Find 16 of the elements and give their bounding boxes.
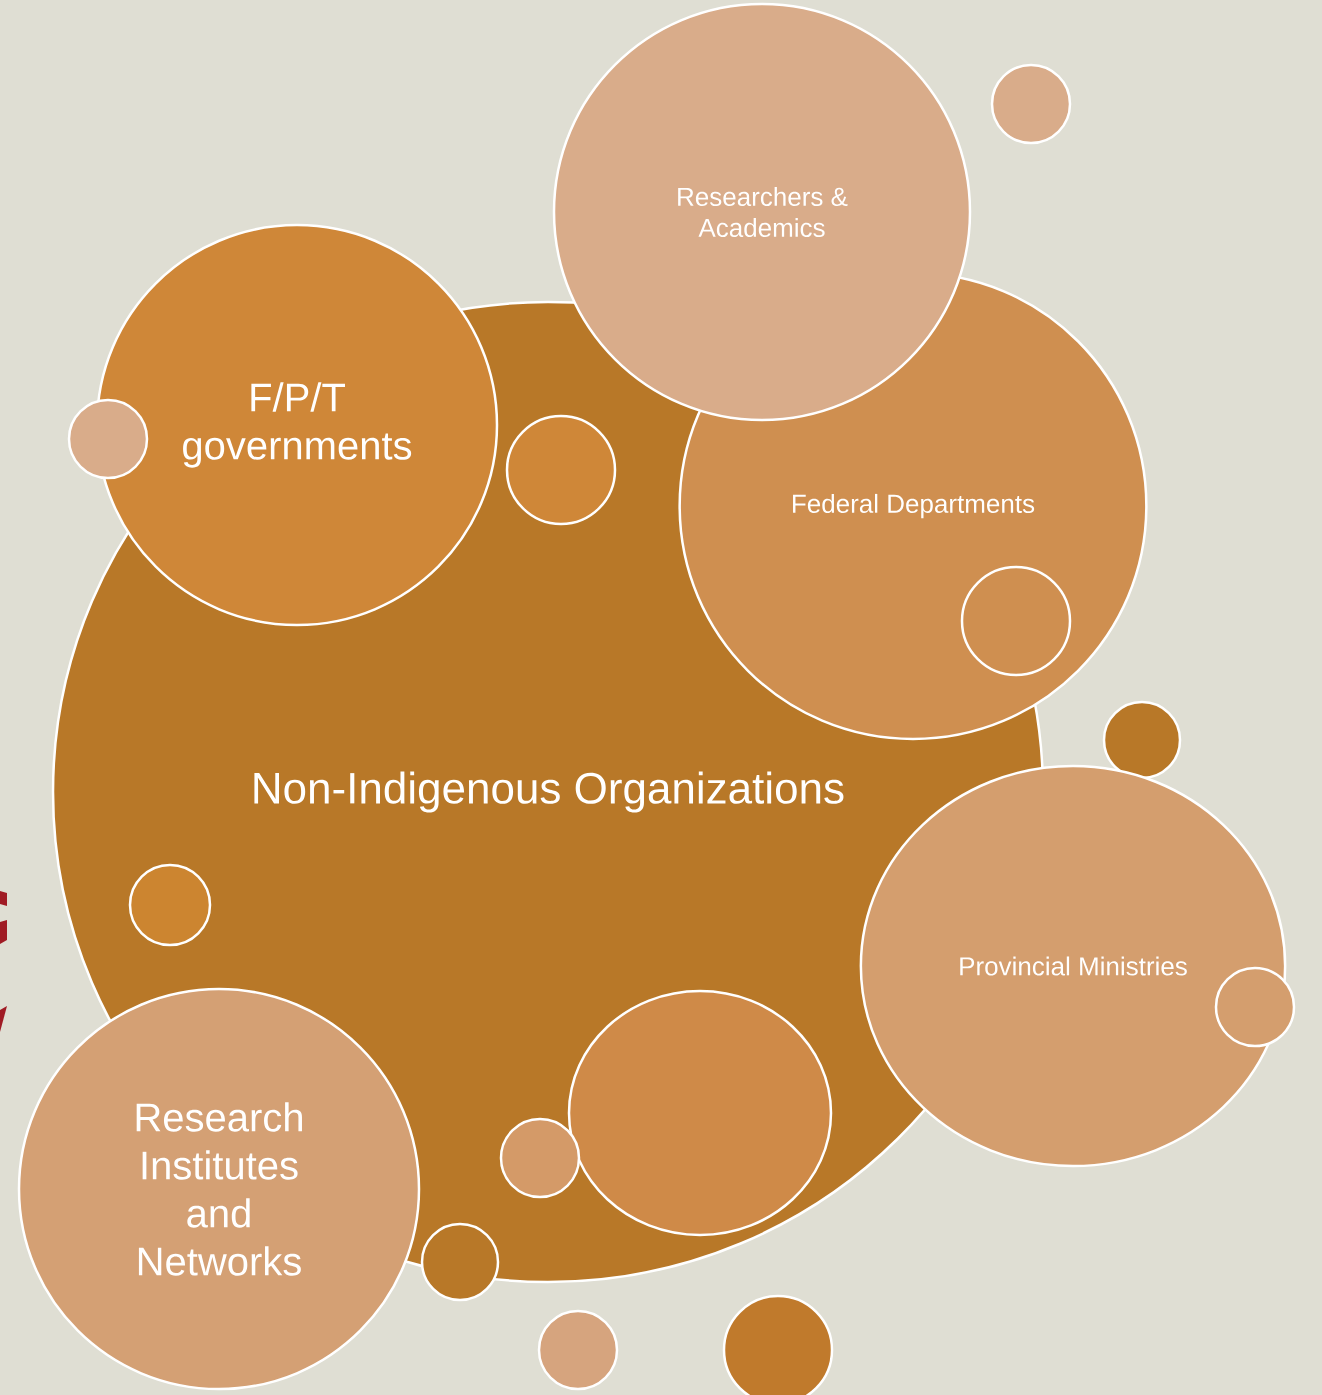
empty-circle: [505, 414, 617, 526]
circle-node: F/P/T governments: [95, 223, 499, 627]
empty-circle: [990, 63, 1072, 145]
circle-node: Researchers & Academics: [552, 2, 972, 422]
circle-node: Research Institutes and Networks: [17, 987, 421, 1391]
empty-circle: [67, 398, 149, 480]
circle-node: Provincial Ministries: [859, 764, 1287, 1168]
empty-circle: [420, 1222, 500, 1302]
empty-circle: [1102, 700, 1182, 780]
empty-circle: [499, 1117, 581, 1199]
empty-circle: [537, 1309, 619, 1391]
empty-circle: [1214, 966, 1296, 1048]
empty-circle: [722, 1294, 834, 1395]
empty-circle: [128, 863, 212, 947]
empty-circle: [960, 565, 1072, 677]
empty-circle: [567, 989, 833, 1237]
